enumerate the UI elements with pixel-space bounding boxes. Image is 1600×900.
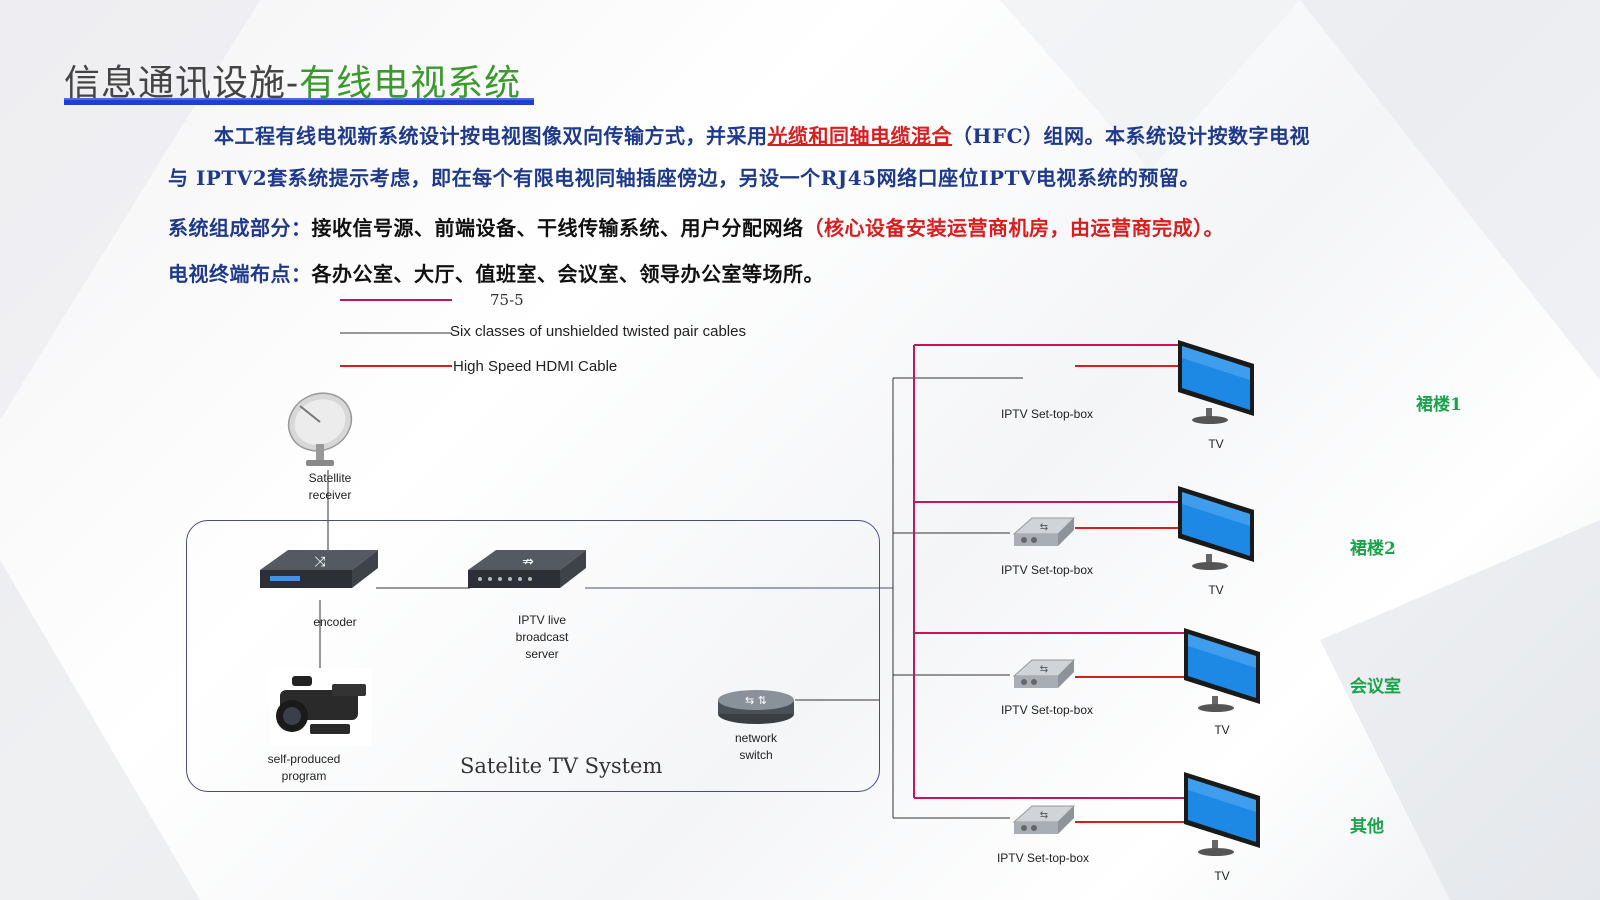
svg-text:⇆: ⇆ [1040,522,1048,533]
svg-text:⇆ ⇅: ⇆ ⇅ [745,694,767,707]
svg-text:⇆: ⇆ [1040,810,1048,821]
stb-icon-4: ⇆ [1012,805,1076,834]
tv-label-3: TV [1214,723,1230,737]
paragraph-line-2: 与 IPTV2套系统提示考虑，即在每个有限电视同轴插座傍边，另设一个RJ45网络… [168,166,1200,190]
satellite-dish-icon [287,392,353,466]
stb-label-2: IPTV Set-top-box [1000,563,1094,577]
zone-label-4: 其他 [1350,817,1384,837]
tv-icon-2 [1178,486,1254,570]
title-underline [64,98,534,105]
tv-label-4: TV [1214,869,1230,883]
terminals-items: 各办公室、大厅、值班室、会议室、领导办公室等场所。 [311,262,824,286]
composition-line: 系统组成部分：接收信号源、前端设备、干线传输系统、用户分配网络（核心设备安装运营… [168,212,1224,241]
tv-label-2: TV [1208,583,1224,597]
paragraph-text-b: （HFC）组网。本系统设计按数字电视 [952,124,1311,148]
composition-items: 接收信号源、前端设备、干线传输系统、用户分配网络 [311,216,804,240]
legend-label-utp: Six classes of unshielded twisted pair c… [450,323,746,340]
network-switch-icon: ⇆ ⇅ [718,690,794,724]
stb-label-3: IPTV Set-top-box [1000,703,1094,717]
stb-icon-3: ⇆ [1012,659,1076,688]
terminals-label: 电视终端布点： [168,262,312,286]
tv-icon-3 [1184,628,1260,712]
page-title: 信息通讯设施-有线电视系统 [64,54,521,106]
title-prefix: 信息通讯设施- [64,63,300,104]
tv-icon-4 [1184,772,1260,856]
camera-label: self-produced program [267,752,341,783]
svg-text:⇏: ⇏ [522,554,534,570]
zone-label-3: 会议室 [1350,677,1401,697]
broadcast-server-label: IPTV live broadcast server [515,613,569,661]
title-accent: 有线电视系统 [299,63,522,104]
encoder-icon: ⤨ [260,550,378,588]
system-label: Satelite TV System [460,754,663,778]
zone-label-1: 裙楼1 [1416,395,1462,415]
composition-label: 系统组成部分： [168,216,312,240]
satellite-tv-system-boundary [186,520,880,792]
paragraph-highlight: 光缆和同轴电缆混合 [767,124,952,148]
tv-label-1: TV [1208,437,1224,451]
paragraph-text-a: 本工程有线电视新系统设计按电视图像双向传输方式，并采用 [214,124,768,148]
terminals-line: 电视终端布点：各办公室、大厅、值班室、会议室、领导办公室等场所。 [168,258,824,287]
network-switch-label: network switch [734,731,778,762]
svg-text:⇆: ⇆ [1040,664,1048,675]
encoder-label: encoder [313,615,357,629]
paragraph-line-1: 本工程有线电视新系统设计按电视图像双向传输方式，并采用光缆和同轴电缆混合（HFC… [214,120,1310,149]
broadcast-server-icon: ⇏ [468,550,586,588]
stb-label-1: IPTV Set-top-box [1000,407,1094,421]
stb-icon-2: ⇆ [1012,517,1076,546]
legend-label-hdmi: High Speed HDMI Cable [453,358,618,375]
camera-icon [270,668,372,746]
tv-icon-1 [1178,340,1254,424]
composition-note: （核心设备安装运营商机房，由运营商完成）。 [803,216,1224,240]
svg-text:⤨: ⤨ [314,554,326,570]
satellite-label: Satellite receiver [308,471,352,502]
legend-label-coax: 75-5 [490,291,524,309]
zone-label-2: 裙楼2 [1350,539,1396,559]
stb-label-4: IPTV Set-top-box [996,851,1090,865]
